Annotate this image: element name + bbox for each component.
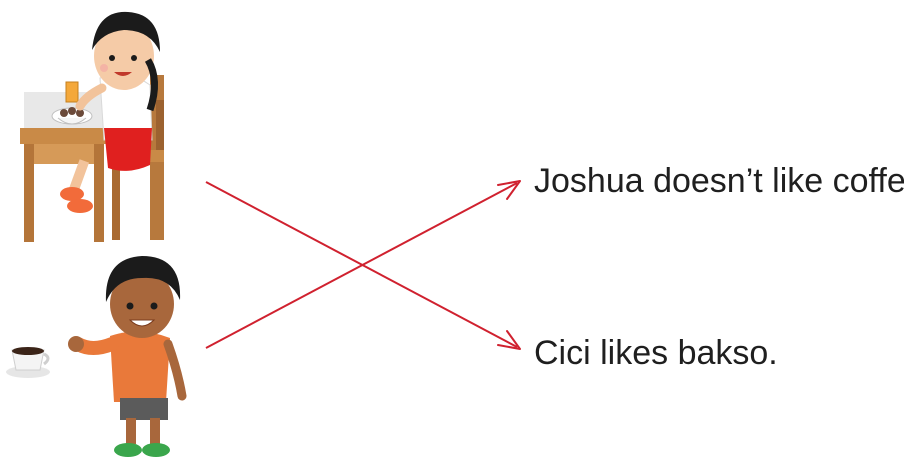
boy-waving-illustration bbox=[6, 256, 187, 457]
juice-glass bbox=[65, 81, 79, 103]
arrowhead-bottom bbox=[497, 330, 521, 350]
coffee-cup bbox=[6, 347, 50, 378]
bakso-bowl bbox=[51, 107, 93, 125]
arrowhead-top bbox=[497, 180, 521, 200]
girl-eating-bakso-illustration bbox=[20, 11, 164, 242]
match-line-bottom-to-top bbox=[205, 182, 518, 349]
sentence-cici-bakso: Cici likes bakso. bbox=[534, 334, 778, 372]
match-lines bbox=[205, 180, 521, 350]
sentence-joshua-coffee: Joshua doesn’t like coffee. bbox=[534, 162, 904, 200]
